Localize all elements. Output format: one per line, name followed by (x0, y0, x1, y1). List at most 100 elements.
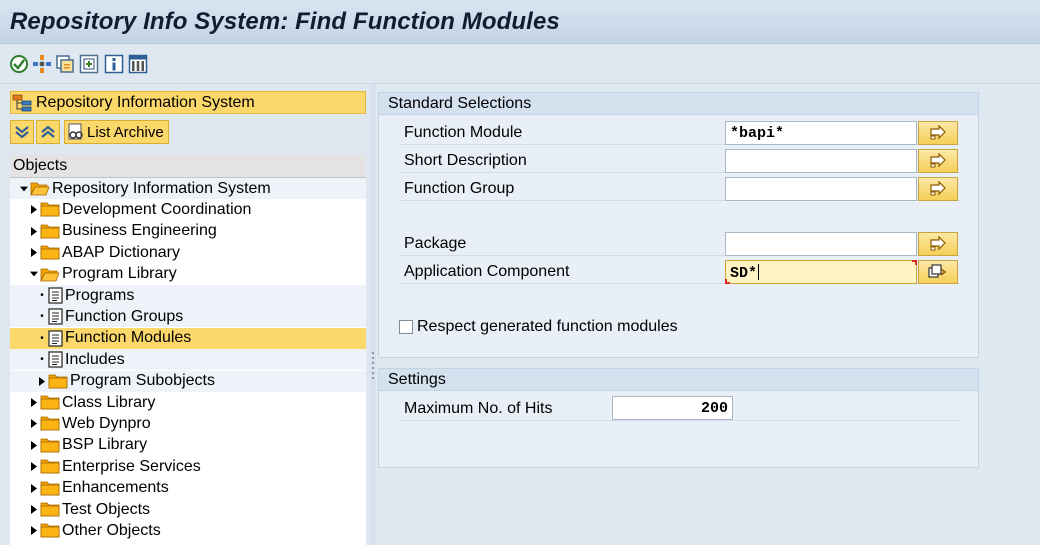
function-module-multiple-selection-button[interactable] (918, 121, 958, 145)
tree-item-label: Class Library (62, 393, 156, 411)
package-row: Package (399, 231, 961, 256)
info-button[interactable] (103, 53, 124, 74)
archive-glasses-icon (68, 123, 83, 140)
max-hits-label: Maximum No. of Hits (404, 400, 553, 417)
function-module-row: Function Module *bapi* (399, 120, 961, 145)
tree-item-program-subobjects[interactable]: Program Subobjects (10, 370, 366, 392)
folder-icon (40, 395, 60, 410)
function-group-multiple-selection-button[interactable] (918, 177, 958, 201)
collapsed-arrow-icon[interactable] (30, 398, 38, 408)
title-bar: Repository Info System: Find Function Mo… (0, 0, 1040, 44)
chevron-double-up-icon (41, 125, 55, 138)
collapsed-arrow-icon[interactable] (30, 226, 38, 236)
application-component-value: SD* (730, 265, 758, 282)
collapsed-arrow-icon[interactable] (30, 505, 38, 515)
list-archive-label: List Archive (87, 123, 164, 141)
collapsed-arrow-icon[interactable] (38, 376, 46, 386)
expand-selections-button[interactable] (78, 53, 99, 74)
all-selections-button[interactable] (54, 53, 75, 74)
tree-item-label: Business Engineering (62, 222, 217, 240)
respect-generated-row: Respect generated function modules (399, 318, 678, 336)
expand-all-button[interactable] (10, 120, 34, 144)
collapse-all-button[interactable] (36, 120, 60, 144)
collapsed-arrow-icon[interactable] (30, 419, 38, 429)
tree-item-programs[interactable]: •Programs (10, 285, 366, 306)
function-group-row: Function Group (399, 176, 961, 201)
function-group-input[interactable] (725, 177, 917, 201)
hierarchy-icon (12, 94, 32, 111)
navigation-pane: Repository Information System List Archi… (0, 84, 370, 545)
application-component-row: Application Component SD* (399, 259, 961, 284)
respect-generated-checkbox[interactable] (399, 320, 413, 334)
settings-columns-button[interactable] (127, 53, 148, 74)
tree-item-label: Enterprise Services (62, 457, 201, 475)
tree-item-repository-information-system[interactable]: Repository Information System (10, 178, 366, 199)
multiple-selection-arrow-icon (930, 125, 946, 140)
expanded-arrow-icon[interactable] (30, 269, 38, 279)
tree-item-business-engineering[interactable]: Business Engineering (10, 221, 366, 242)
tree-item-enhancements[interactable]: Enhancements (10, 478, 366, 499)
short-description-multiple-selection-button[interactable] (918, 149, 958, 173)
collapsed-arrow-icon[interactable] (30, 462, 38, 472)
other-objects-button[interactable] (31, 53, 52, 74)
folder-icon (40, 202, 60, 217)
tree-item-other-objects[interactable]: Other Objects (10, 520, 366, 541)
tree-item-label: Program Library (62, 265, 177, 283)
folder-icon (40, 224, 60, 239)
package-multiple-selection-button[interactable] (918, 232, 958, 256)
tree-item-class-library[interactable]: Class Library (10, 392, 366, 413)
collapsed-arrow-icon[interactable] (30, 440, 38, 450)
tree-item-web-dynpro[interactable]: Web Dynpro (10, 413, 366, 434)
tree-item-includes[interactable]: • Includes (10, 349, 366, 371)
collapsed-arrow-icon[interactable] (30, 248, 38, 258)
tree-item-enterprise-services[interactable]: Enterprise Services (10, 456, 366, 477)
short-description-label: Short Description (404, 152, 527, 169)
nav-button-bar: List Archive (10, 120, 169, 144)
tree-item-label: Includes (65, 350, 125, 368)
tree-item-label: Program Subobjects (70, 372, 215, 390)
tree-item-test-objects[interactable]: Test Objects (10, 499, 366, 520)
function-module-label: Function Module (404, 124, 523, 141)
folder-icon (48, 374, 68, 389)
expanded-arrow-icon[interactable] (20, 184, 28, 194)
max-hits-input[interactable]: 200 (612, 396, 733, 420)
folder-icon (40, 245, 60, 260)
package-input[interactable] (725, 232, 917, 256)
tree-item-label: Test Objects (62, 500, 151, 518)
function-group-label: Function Group (404, 180, 515, 197)
tree-item-label: Development Coordination (62, 200, 252, 218)
document-icon (48, 287, 63, 304)
tree-item-abap-dictionary[interactable]: ABAP Dictionary (10, 242, 366, 263)
collapsed-arrow-icon[interactable] (30, 526, 38, 536)
open-folder-icon (30, 181, 50, 196)
tree-item-function-modules[interactable]: •Function Modules (10, 327, 366, 349)
respect-generated-label: Respect generated function modules (417, 318, 678, 335)
collapsed-arrow-icon[interactable] (30, 205, 38, 215)
settings-columns-icon (128, 54, 147, 73)
multiple-selection-copy-icon (928, 264, 947, 278)
multiple-selection-arrow-icon (930, 153, 946, 168)
list-archive-button[interactable]: List Archive (64, 120, 169, 144)
function-module-input[interactable]: *bapi* (725, 121, 917, 145)
tree-item-label: Programs (65, 286, 135, 304)
collapsed-arrow-icon[interactable] (30, 483, 38, 493)
repository-info-system-header[interactable]: Repository Information System (10, 91, 366, 114)
bullet-icon: • (40, 354, 44, 366)
document-icon (48, 308, 63, 325)
pane-splitter[interactable] (370, 84, 376, 545)
tree-item-development-coordination[interactable]: Development Coordination (10, 199, 366, 220)
short-description-input[interactable] (725, 149, 917, 173)
tree-item-bsp-library[interactable]: BSP Library (10, 435, 366, 456)
application-component-input[interactable]: SD* (725, 260, 917, 284)
tree-item-label: ABAP Dictionary (62, 243, 180, 261)
document-icon (48, 351, 63, 368)
document-icon (48, 330, 63, 347)
text-cursor (758, 264, 760, 280)
tree-item-program-library[interactable]: Program Library (10, 264, 366, 285)
execute-button[interactable] (8, 53, 29, 74)
application-component-multiple-selection-button[interactable] (918, 260, 958, 284)
tree-item-function-groups[interactable]: •Function Groups (10, 306, 366, 328)
other-objects-icon (32, 54, 51, 73)
open-folder-icon (40, 267, 60, 282)
